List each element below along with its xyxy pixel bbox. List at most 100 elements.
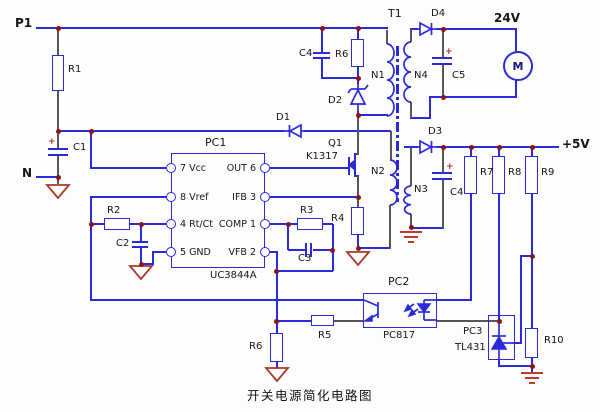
junction-dot <box>496 318 502 324</box>
wire <box>270 196 358 198</box>
capacitor-plate <box>432 57 452 59</box>
ground-triangle-icon <box>45 184 71 200</box>
label-c4-output: C4 <box>450 187 464 198</box>
ic-pin-circle <box>166 247 176 257</box>
wire <box>276 320 311 322</box>
junction-dot <box>468 144 474 150</box>
wire <box>410 214 412 228</box>
resistor-r1 <box>52 55 64 91</box>
label-d4: D4 <box>431 8 446 19</box>
wire <box>140 263 154 265</box>
wire <box>276 362 278 368</box>
label-c5: C5 <box>452 70 466 81</box>
wire <box>57 130 284 132</box>
wire <box>276 322 278 333</box>
wire <box>270 167 348 169</box>
label-d2: D2 <box>328 95 343 106</box>
label-r2: R2 <box>107 205 121 216</box>
tl431-body <box>488 315 515 360</box>
wire <box>321 77 359 79</box>
ground-triangle-icon <box>128 265 154 281</box>
wire <box>429 96 517 98</box>
wire <box>288 249 306 251</box>
wire <box>429 96 431 118</box>
wire <box>531 194 533 257</box>
label-c4-snubber: C4 <box>299 48 313 59</box>
junction-dot <box>285 221 291 227</box>
label-q1-part: K1317 <box>306 151 339 162</box>
label-pc3: PC3 <box>463 326 483 337</box>
junction-dot <box>329 247 335 253</box>
pc1-pin-vfb2: VFB 2 <box>228 247 256 258</box>
diode-d1 <box>284 123 304 139</box>
junction-dot <box>55 128 61 134</box>
junction-dot <box>496 144 502 150</box>
wire <box>357 116 359 155</box>
wire <box>276 270 333 272</box>
resistor-r10 <box>525 328 538 358</box>
resistor-r4 <box>351 207 364 235</box>
q1-gate-bar <box>348 157 350 175</box>
wire <box>357 67 359 78</box>
label-pc3-part: TL431 <box>455 342 486 353</box>
wire <box>389 205 391 249</box>
wire <box>410 147 412 186</box>
resistor-r3 <box>297 218 323 230</box>
wire <box>152 251 154 264</box>
junction-dot <box>138 261 144 267</box>
label-pc1: PC1 <box>205 136 227 149</box>
resistor-r5 <box>311 315 334 326</box>
label-r8: R8 <box>508 167 522 178</box>
transformer-core <box>396 46 399 202</box>
wire <box>90 167 166 169</box>
label-r1: R1 <box>68 64 82 75</box>
capacitor-plate <box>313 52 330 54</box>
junction-dot <box>88 221 94 227</box>
q1-channel-bar <box>354 153 356 177</box>
label-c2: C2 <box>116 238 130 249</box>
capacitor-plate <box>432 178 452 180</box>
uc3844a-body <box>171 153 265 268</box>
pc1-pin-7-vcc: 7 Vcc <box>180 163 207 174</box>
junction-dot <box>88 128 94 134</box>
diode-d4 <box>417 21 437 37</box>
junction-dot <box>529 363 535 369</box>
wire <box>513 342 522 344</box>
wire <box>410 28 418 30</box>
wire <box>304 130 391 132</box>
resistor-r6-divider <box>270 333 283 362</box>
label-r9: R9 <box>541 167 555 178</box>
ic-pin-circle <box>166 219 176 229</box>
ground-triangle-icon <box>264 367 290 383</box>
junction-dot <box>355 194 361 200</box>
label-pc1-part: UC3844A <box>210 270 257 281</box>
label-n1: N1 <box>371 70 385 81</box>
pc1-pin-8-vref: 8 Vref <box>180 192 209 203</box>
c1-polarity-icon: + <box>48 137 56 147</box>
terminal-p1-label: P1 <box>15 16 33 30</box>
resistor-r2 <box>104 218 130 230</box>
wire <box>36 176 58 178</box>
wire <box>36 27 388 29</box>
wire <box>288 223 297 225</box>
wire <box>442 148 444 172</box>
junction-dot <box>408 224 414 230</box>
capacitor-plate <box>432 172 452 174</box>
capacitor-plate <box>313 57 330 59</box>
tl431-symbol <box>490 321 515 360</box>
terminal-n-label: N <box>22 166 33 180</box>
capacitor-plate <box>48 154 68 156</box>
wire <box>442 30 444 57</box>
wire <box>437 299 471 301</box>
wire <box>410 29 412 42</box>
q1-arrow-icon <box>347 159 355 171</box>
capacitor-plate <box>132 246 148 248</box>
wire <box>410 117 431 119</box>
junction-dot <box>529 253 535 259</box>
ic-pin-circle <box>260 247 270 257</box>
wire <box>357 247 391 249</box>
winding-n1 <box>386 43 395 117</box>
junction-dot <box>440 144 446 150</box>
wire <box>334 320 363 322</box>
wire <box>276 251 278 322</box>
